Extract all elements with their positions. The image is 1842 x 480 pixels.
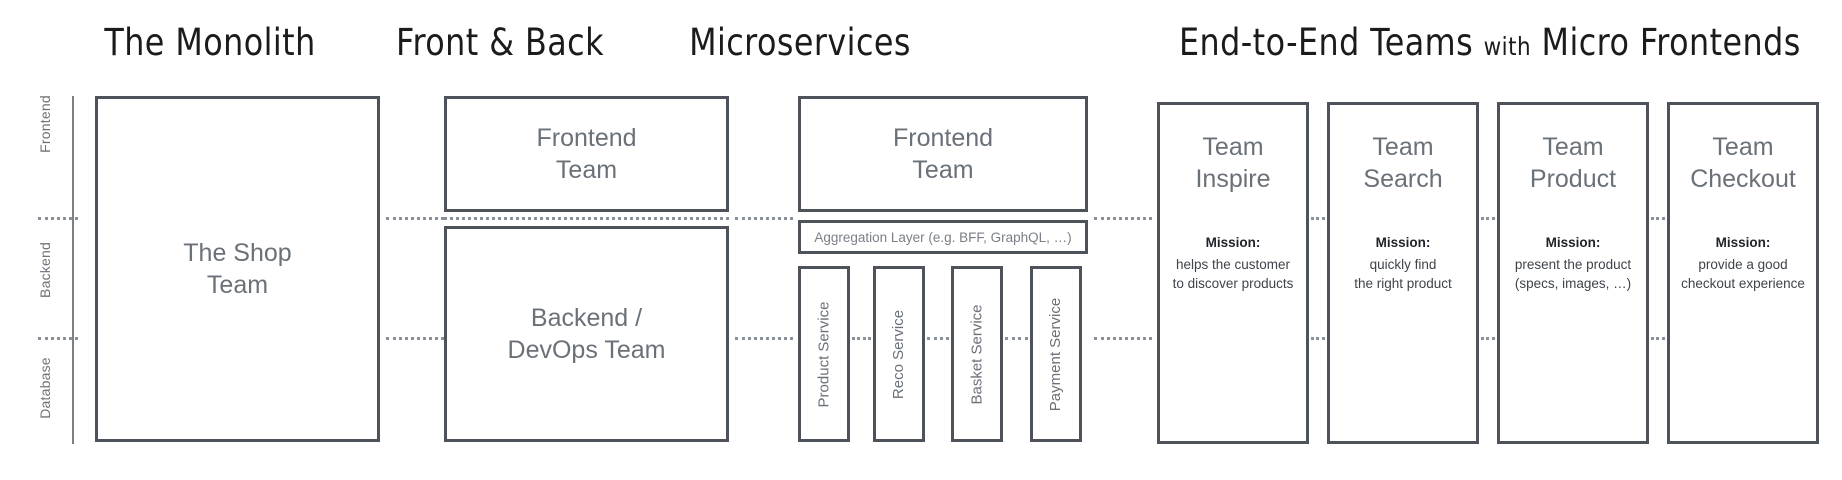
team-mission: Mission: present the product (specs, ima…: [1504, 233, 1642, 294]
mission-text: present the product (specs, images, …): [1514, 256, 1632, 292]
column-heading-microservices: Microservices: [689, 21, 911, 64]
mission-text: helps the customer to discover products: [1172, 256, 1294, 292]
team-mission: Mission: quickly find the right product: [1334, 233, 1472, 294]
connector-basket-payment: [1005, 337, 1028, 340]
box-label: Frontend Team: [536, 124, 637, 184]
mission-text: provide a good checkout experience: [1681, 256, 1805, 292]
connector-fb-frontend: [735, 217, 793, 220]
axis-label-backend: Backend: [37, 242, 53, 298]
card-team-product[interactable]: Team Product Mission: present the produc…: [1497, 102, 1649, 444]
service-label: Basket Service: [968, 303, 986, 405]
card-team-inspire[interactable]: Team Inspire Mission: helps the customer…: [1157, 102, 1309, 444]
column-heading-front-and-back: Front & Back: [396, 21, 604, 64]
connector-product-checkout-frontend: [1651, 217, 1665, 220]
connector-inspire-search-frontend: [1311, 217, 1325, 220]
box-basket-service[interactable]: Basket Service: [951, 266, 1003, 442]
service-label: Product Service: [815, 301, 833, 407]
card-team-checkout[interactable]: Team Checkout Mission: provide a good ch…: [1667, 102, 1819, 444]
axis-spine: [72, 96, 74, 444]
card-team-search[interactable]: Team Search Mission: quickly find the ri…: [1327, 102, 1479, 444]
column-heading-end-to-end-teams: End-to-End Teams with Micro Frontends: [1179, 21, 1800, 64]
box-frontend-team-ms[interactable]: Frontend Team: [798, 96, 1088, 212]
box-aggregation-layer[interactable]: Aggregation Layer (e.g. BFF, GraphQL, …): [798, 220, 1088, 254]
connector-product-checkout-backend: [1651, 337, 1665, 340]
service-label: Reco Service: [890, 309, 908, 399]
box-label: The Shop Team: [183, 239, 292, 299]
team-mission: Mission: helps the customer to discover …: [1164, 233, 1302, 294]
connector-fb-backend: [735, 337, 793, 340]
box-reco-service[interactable]: Reco Service: [873, 266, 925, 442]
connector-inspire-search-backend: [1311, 337, 1325, 340]
service-label: Payment Service: [1047, 297, 1065, 411]
aggregation-layer-label: Aggregation Layer (e.g. BFF, GraphQL, …): [814, 229, 1072, 245]
connector-ms-frontend: [1094, 217, 1152, 220]
connector-search-product-frontend: [1481, 217, 1495, 220]
box-payment-service[interactable]: Payment Service: [1030, 266, 1082, 442]
heading-small-text: with: [1483, 32, 1532, 61]
axis-label-frontend: Frontend: [37, 95, 53, 153]
mission-label: Mission:: [1375, 235, 1431, 250]
mission-label: Mission:: [1205, 235, 1261, 250]
heading-main-text: End-to-End Teams: [1179, 21, 1474, 64]
box-the-shop-team[interactable]: The Shop Team: [95, 96, 380, 442]
connector-search-product-backend: [1481, 337, 1495, 340]
box-backend-devops-team[interactable]: Backend / DevOps Team: [444, 226, 729, 442]
connector-reco-basket: [927, 337, 949, 340]
box-label: Frontend Team: [892, 124, 994, 184]
box-product-service[interactable]: Product Service: [798, 266, 850, 442]
mission-label: Mission:: [1715, 235, 1771, 250]
mission-label: Mission:: [1545, 235, 1601, 250]
connector-ms-backend: [1094, 337, 1152, 340]
team-name: Team Inspire: [1195, 133, 1271, 193]
connector-monolith-backend: [386, 337, 444, 340]
axis-label-database: Database: [37, 357, 53, 419]
axis-tick-backend-database: [38, 337, 78, 340]
connector-monolith-frontend: [386, 217, 444, 220]
mission-text: quickly find the right product: [1354, 256, 1452, 292]
axis-tick-frontend-backend: [38, 217, 78, 220]
heading-tail-text: Micro Frontends: [1541, 21, 1801, 64]
team-name: Team Search: [1363, 133, 1443, 193]
separator-frontend-backend-fb: [444, 217, 729, 220]
column-heading-monolith: The Monolith: [104, 21, 316, 64]
team-mission: Mission: provide a good checkout experie…: [1674, 233, 1812, 294]
box-label: Backend / DevOps Team: [507, 304, 666, 364]
box-frontend-team-fb[interactable]: Frontend Team: [444, 96, 729, 212]
team-name: Team Product: [1529, 133, 1617, 193]
connector-product-reco: [852, 337, 871, 340]
team-name: Team Checkout: [1690, 133, 1796, 193]
